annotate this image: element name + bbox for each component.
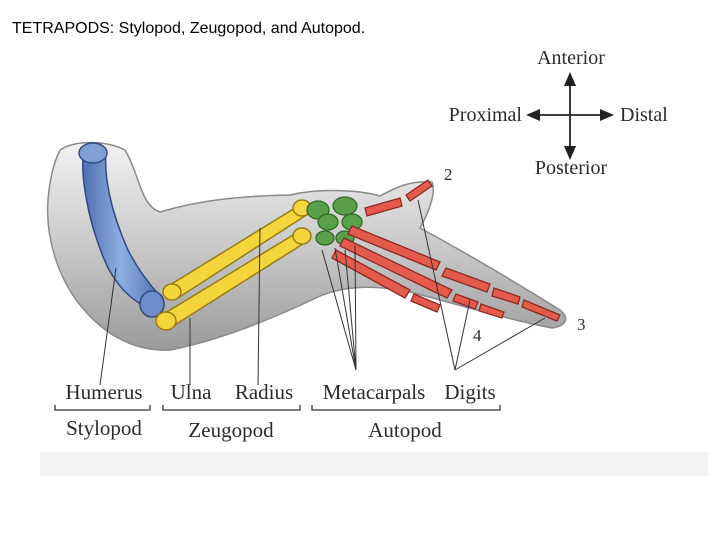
segment-brackets — [54, 405, 501, 411]
label-ulna: Ulna — [171, 380, 213, 404]
arrow-right-icon — [600, 109, 614, 121]
compass-distal-label: Distal — [620, 104, 668, 126]
digit-2-number: 2 — [444, 165, 453, 184]
label-zeugopod: Zeugopod — [188, 418, 274, 442]
digit-4-number: 4 — [473, 326, 482, 345]
label-autopod: Autopod — [368, 418, 442, 442]
slide-title: TETRAPODS: Stylopod, Zeugopod, and Autop… — [12, 20, 366, 37]
label-radius: Radius — [235, 380, 293, 404]
label-humerus: Humerus — [66, 380, 143, 404]
digit-3-number: 3 — [577, 315, 586, 334]
label-digits: Digits — [444, 380, 495, 404]
humerus-bone — [78, 142, 165, 318]
arrow-down-icon — [564, 146, 576, 160]
background-band — [40, 452, 708, 476]
compass-anterior-label: Anterior — [537, 47, 605, 69]
label-metacarpals: Metacarpals — [323, 380, 426, 404]
pointer-lines — [99, 199, 546, 386]
compass-proximal-label: Proximal — [449, 104, 523, 126]
arrow-up-icon — [564, 72, 576, 86]
orientation-compass — [526, 72, 614, 160]
ulna-bone — [155, 227, 312, 331]
label-stylopod: Stylopod — [66, 416, 142, 440]
autopod-bones — [331, 179, 561, 322]
arrow-left-icon — [526, 109, 540, 121]
compass-posterior-label: Posterior — [535, 157, 608, 179]
